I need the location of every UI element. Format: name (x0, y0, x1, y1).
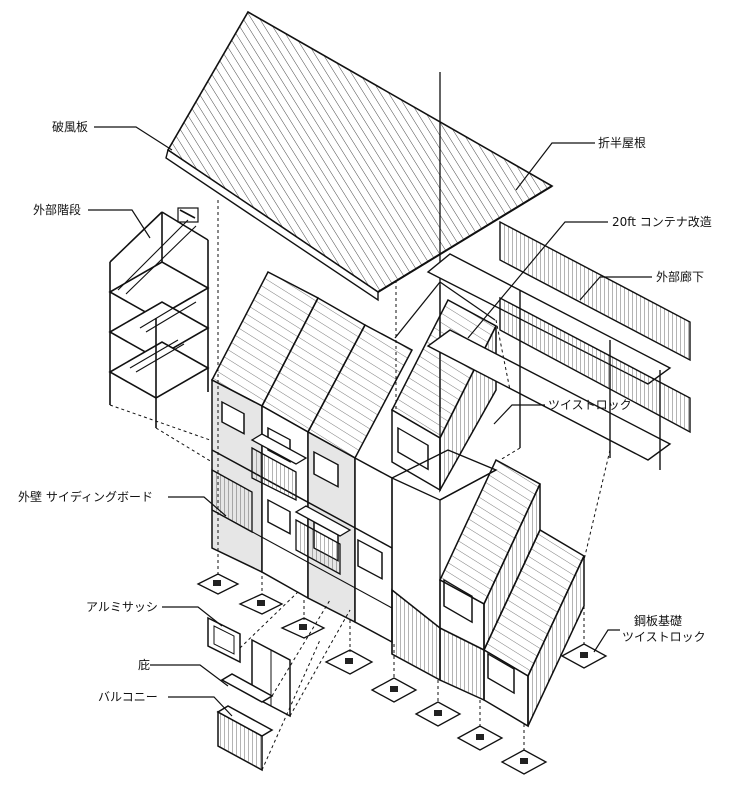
label-foundation-line2: ツイストロック (622, 630, 706, 644)
label-container: 20ft コンテナ改造 (612, 215, 712, 229)
building-balconies (211, 433, 352, 576)
label-fascia-board: 破風板 (52, 120, 89, 134)
label-folded-roof: 折半屋根 (598, 136, 647, 150)
external-staircase (108, 207, 210, 428)
external-corridor (426, 220, 691, 470)
alignment-lines (109, 200, 611, 771)
exploded-parts (207, 616, 291, 772)
siding-building (210, 270, 414, 644)
label-siding-wall: 外壁 サイディングボード (18, 490, 153, 504)
label-aluminum-sash: アルミサッシ (86, 600, 158, 614)
label-external-stair: 外部階段 (33, 203, 82, 217)
container-stack (391, 298, 585, 728)
twistlock-markers (213, 580, 588, 764)
label-external-corridor: 外部廊下 (656, 270, 705, 284)
folded-roof (165, 10, 554, 302)
label-balcony: バルコニー (98, 690, 158, 704)
label-eave: 庇 (138, 658, 151, 672)
label-foundation-line1: 鋼板基礎 (634, 614, 683, 628)
label-twistlock: ツイストロック (548, 398, 632, 412)
leader-lines (88, 126, 652, 717)
